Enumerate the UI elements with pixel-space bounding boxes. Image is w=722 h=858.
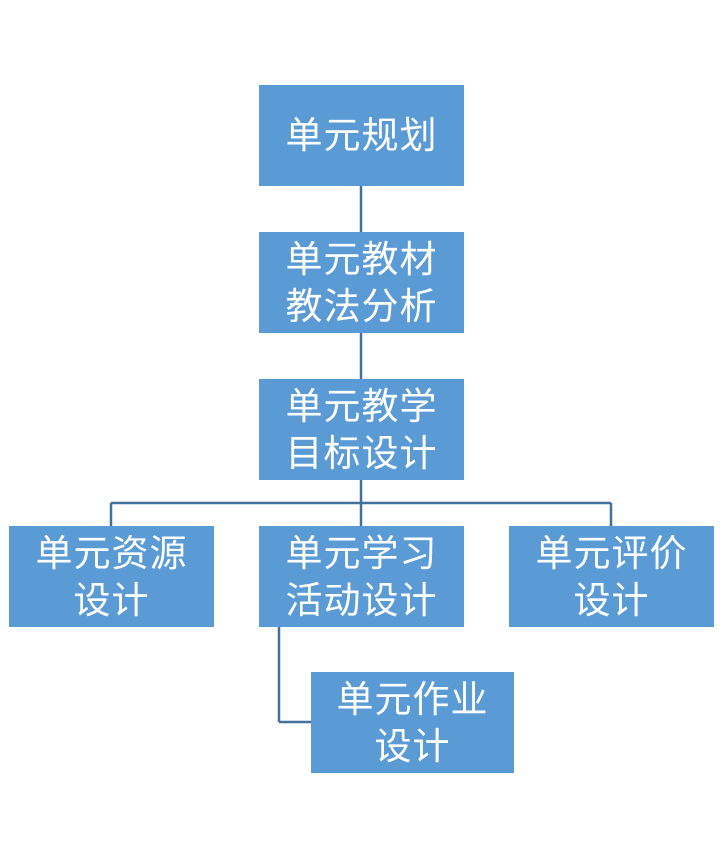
node-unit-planning: 单元规划 <box>259 85 464 186</box>
node-resource-design: 单元资源 设计 <box>9 526 214 627</box>
node-evaluation-design: 单元评价 设计 <box>509 526 714 627</box>
node-homework-design: 单元作业 设计 <box>311 672 514 773</box>
node-learning-activity-design: 单元学习 活动设计 <box>259 526 464 627</box>
node-teaching-goal-design: 单元教学 目标设计 <box>259 379 464 480</box>
node-textbook-method-analysis: 单元教材 教法分析 <box>259 232 464 333</box>
